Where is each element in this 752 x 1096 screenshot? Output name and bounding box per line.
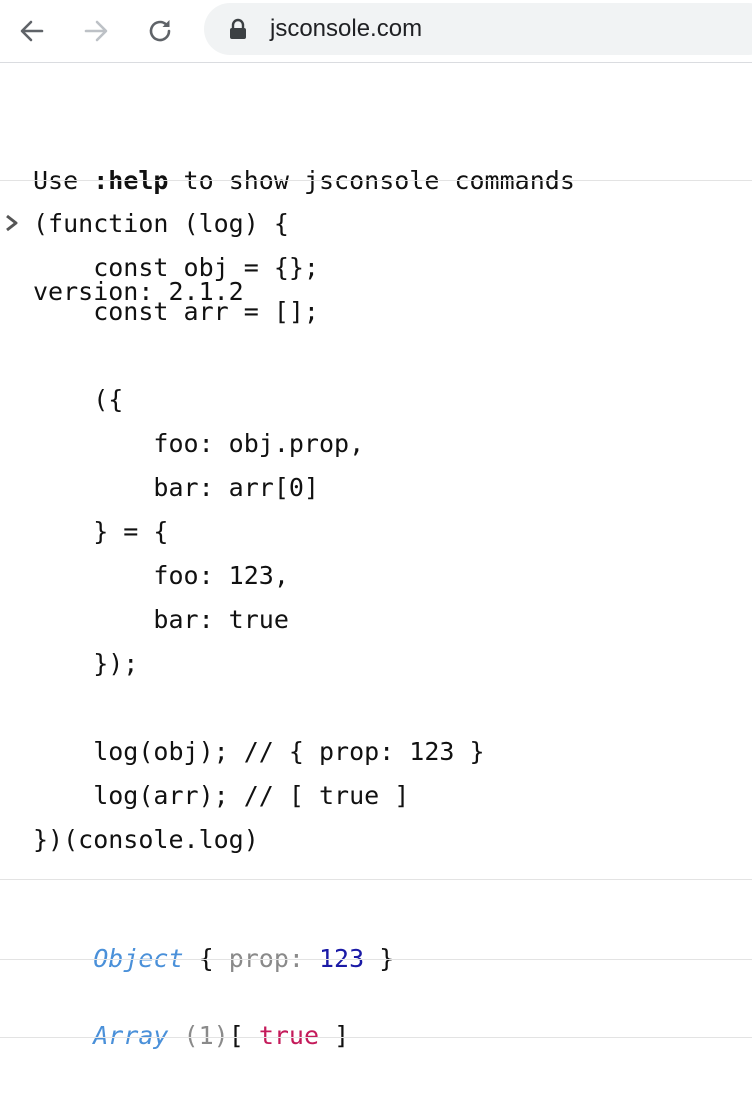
code-line: foo: 123, (33, 561, 289, 590)
array-open-bracket: [ (228, 1021, 259, 1050)
arrow-right-icon (84, 20, 108, 42)
lock-icon[interactable] (228, 18, 248, 40)
url-text: jsconsole.com (270, 15, 423, 42)
array-close-bracket: ] (319, 1021, 350, 1050)
result-object[interactable]: Object { prop: 123 } (33, 899, 394, 1019)
object-property-key: prop: (228, 944, 319, 973)
reload-icon (149, 20, 171, 42)
input-code-block[interactable]: (function (log) { const obj = {}; const … (33, 202, 485, 862)
code-line: }); (33, 649, 139, 678)
divider (0, 1037, 752, 1038)
object-property-value: 123 (319, 944, 365, 973)
code-line: })(console.log) (33, 825, 259, 854)
banner-version-line: version: 2.1.2 (33, 277, 244, 306)
object-type-label: Object (93, 944, 184, 973)
object-open-brace: { (183, 944, 229, 973)
console-panel: Use :help to show jsconsole commands ver… (0, 63, 752, 1050)
array-length: (1) (168, 1021, 229, 1050)
result-array[interactable]: Array (1)[ true ] (33, 976, 349, 1096)
divider (0, 180, 752, 181)
back-button[interactable] (14, 13, 50, 49)
code-line: (function (log) { (33, 209, 289, 238)
code-line: bar: arr[0] (33, 473, 319, 502)
arrow-left-icon (20, 20, 44, 42)
code-line: log(arr); // [ true ] (33, 781, 410, 810)
code-line: const obj = {}; (33, 253, 319, 282)
code-line: foo: obj.prop, (33, 429, 365, 458)
code-line: } = { (33, 517, 169, 546)
code-line: bar: true (33, 605, 289, 634)
code-line: ({ (33, 385, 124, 414)
code-line: log(obj); // { prop: 123 } (33, 737, 485, 766)
divider (0, 879, 752, 880)
forward-button[interactable] (78, 13, 114, 49)
code-line (33, 334, 485, 378)
array-type-label: Array (93, 1021, 169, 1050)
browser-toolbar: jsconsole.com (0, 0, 752, 63)
reload-button[interactable] (142, 13, 178, 49)
address-bar[interactable]: jsconsole.com (204, 3, 752, 55)
code-line (33, 686, 485, 730)
code-line: const arr = []; (33, 297, 319, 326)
divider (0, 959, 752, 960)
object-close-brace: } (364, 944, 395, 973)
chevron-right-icon (6, 214, 18, 232)
array-item-value: true (258, 1021, 320, 1050)
